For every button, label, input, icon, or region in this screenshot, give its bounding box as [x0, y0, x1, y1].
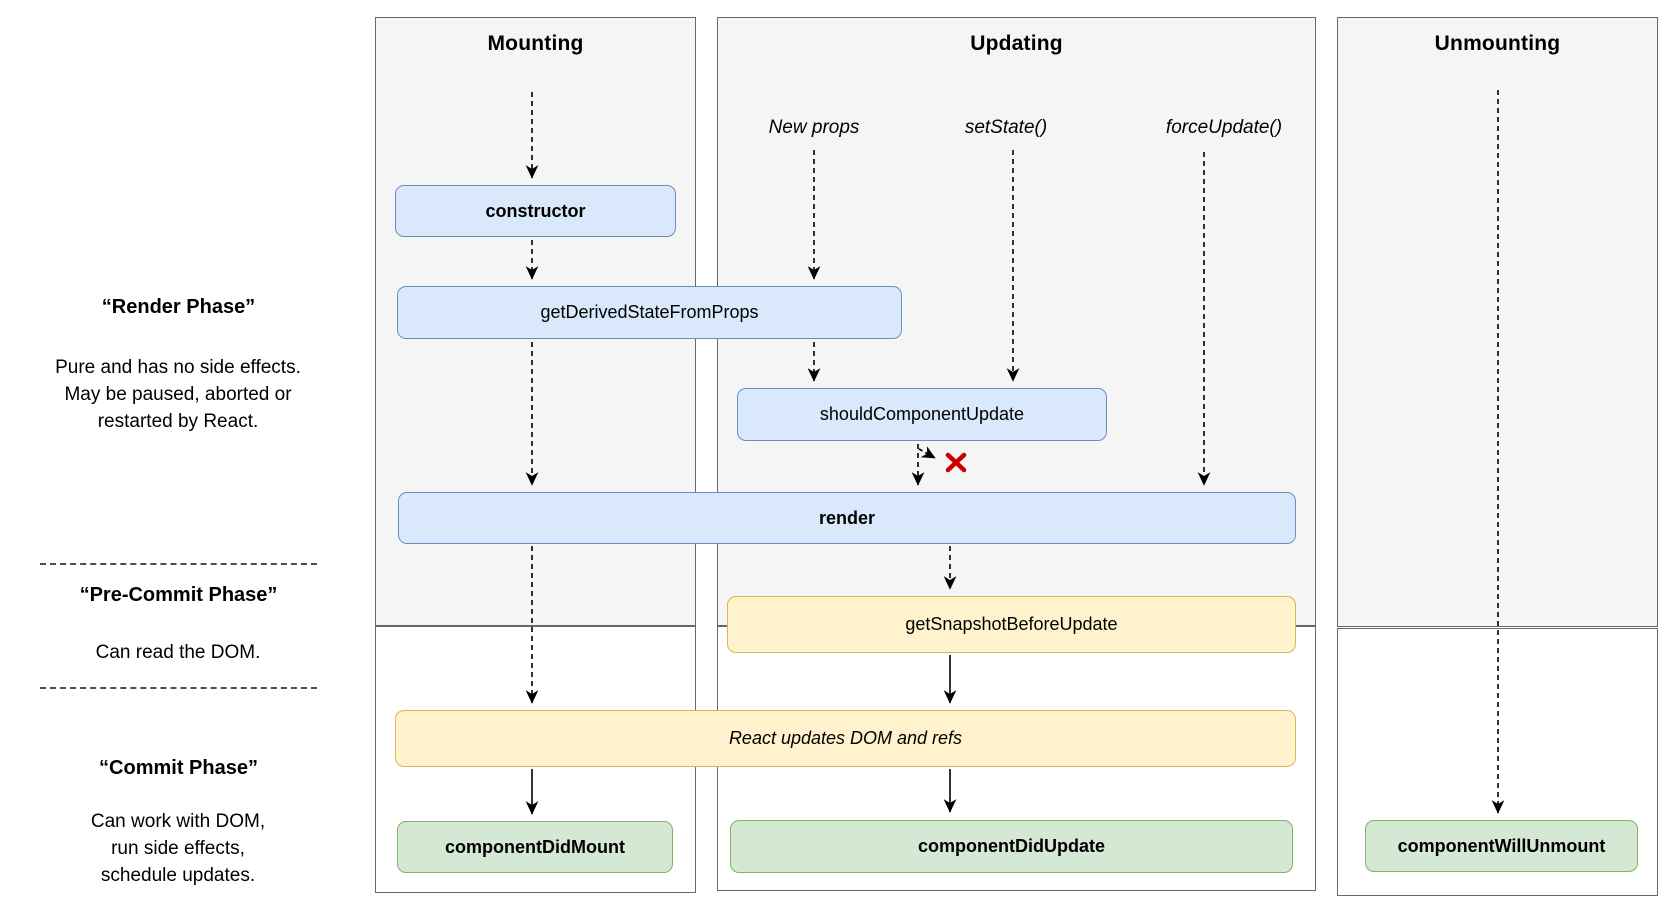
- node-componentwillunmount: componentWillUnmount: [1365, 820, 1638, 872]
- trigger-force-update: forceUpdate(): [1165, 117, 1283, 138]
- trigger-new-props: New props: [768, 117, 860, 138]
- updating-column-title: Updating: [970, 32, 1063, 55]
- node-componentdidmount: componentDidMount: [397, 821, 673, 873]
- render-phase-description: Pure and has no side effects. May be pau…: [28, 354, 328, 435]
- unmounting-column-title: Unmounting: [1434, 32, 1561, 55]
- trigger-set-state: setState(): [964, 117, 1048, 138]
- commit-phase-line: Can work with DOM,: [90, 811, 266, 832]
- node-componentdidupdate: componentDidUpdate: [730, 820, 1293, 873]
- unmounting-column-render-section: [1337, 17, 1658, 627]
- commit-phase-line: schedule updates.: [100, 865, 256, 886]
- mounting-column-title: Mounting: [487, 32, 584, 55]
- node-constructor: constructor: [395, 185, 676, 237]
- phase-separator-top: [40, 563, 317, 565]
- commit-phase-line: run side effects,: [111, 838, 245, 859]
- pre-commit-phase-line: Can read the DOM.: [95, 642, 261, 663]
- render-phase-line: Pure and has no side effects.: [55, 357, 301, 378]
- commit-phase-title: “Commit Phase”: [99, 757, 258, 779]
- node-getderivedstatefromprops: getDerivedStateFromProps: [397, 286, 902, 339]
- node-shouldcomponentupdate: shouldComponentUpdate: [737, 388, 1107, 441]
- phase-separator-bottom: [40, 687, 317, 689]
- node-react-updates-dom: React updates DOM and refs: [395, 710, 1296, 767]
- node-getsnapshotbeforeupdate: getSnapshotBeforeUpdate: [727, 596, 1296, 653]
- render-phase-title: “Render Phase”: [101, 296, 256, 318]
- node-render: render: [398, 492, 1296, 544]
- render-phase-line: restarted by React.: [97, 411, 259, 432]
- render-phase-line: May be paused, aborted or: [64, 384, 292, 405]
- pre-commit-phase-description: Can read the DOM.: [28, 639, 328, 666]
- commit-phase-description: Can work with DOM, run side effects, sch…: [28, 808, 328, 889]
- pre-commit-phase-title: “Pre-Commit Phase”: [79, 584, 278, 606]
